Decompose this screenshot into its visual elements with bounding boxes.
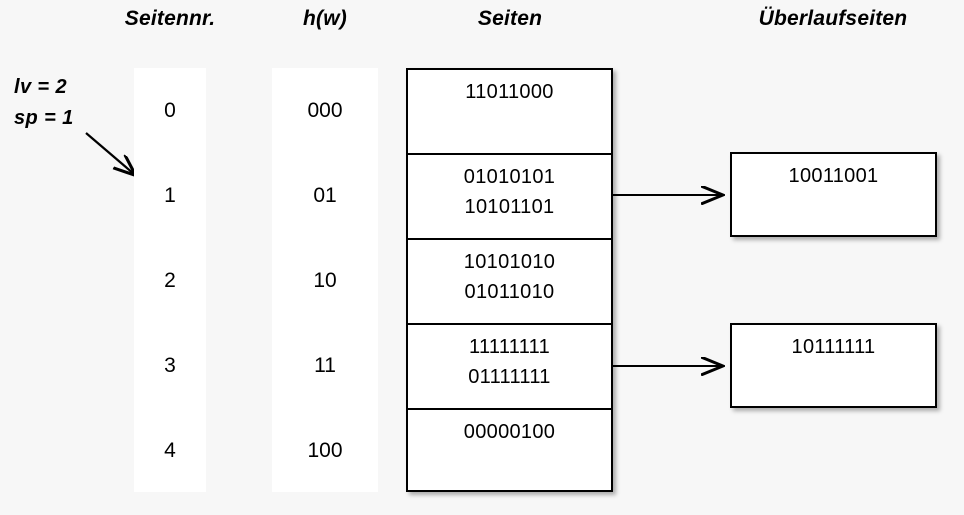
seitennr-cell: 3	[164, 353, 176, 377]
seitennr-cell: 1	[164, 183, 176, 207]
record-value: 10011001	[788, 165, 879, 187]
record-value: 00000100	[463, 421, 556, 443]
overflow-arrow-icon	[611, 185, 733, 205]
hw-cell: 01	[313, 183, 337, 207]
parameter-lv: lv = 2	[14, 76, 67, 98]
overflow-arrow-icon	[611, 356, 733, 376]
record-value: 11011000	[465, 81, 554, 103]
record-value: 10101101	[464, 196, 555, 218]
page-bucket: 11011000	[408, 70, 611, 155]
parameter-labels: lv = 2 sp = 1	[14, 72, 74, 134]
record-value: 11111111	[469, 336, 550, 358]
overflow-page: 10111111	[730, 323, 937, 408]
hw-cell: 10	[313, 268, 337, 292]
hw-cell: 100	[307, 438, 343, 462]
column-header-ueberlaufseiten: Überlaufseiten	[758, 7, 908, 30]
page-bucket: 10101010 01011010	[408, 240, 611, 325]
seitennr-cell: 0	[164, 98, 176, 122]
seitennr-cell: 2	[164, 268, 176, 292]
record-value: 01111111	[468, 366, 551, 388]
page-bucket: 00000100	[408, 410, 611, 494]
seitennr-cell: 4	[164, 438, 176, 462]
column-header-seitennr: Seitennr.	[124, 7, 216, 30]
record-value: 01010101	[463, 166, 556, 188]
record-value: 10101010	[463, 251, 556, 273]
column-hw: 000 01 10 11 100	[272, 68, 378, 492]
column-header-seiten: Seiten	[477, 7, 543, 30]
record-value: 10111111	[791, 336, 876, 358]
parameter-sp: sp = 1	[14, 107, 74, 129]
record-value: 01011010	[464, 281, 555, 303]
page-bucket: 01010101 10101101	[408, 155, 611, 240]
hw-cell: 11	[314, 353, 336, 377]
pages-table: 11011000 01010101 10101101 10101010 0101…	[406, 68, 613, 492]
column-seitennr: 0 1 2 3 4	[134, 68, 206, 492]
hw-cell: 000	[307, 98, 343, 122]
overflow-page: 10011001	[730, 152, 937, 237]
column-header-hw: h(w)	[303, 7, 347, 30]
page-bucket: 11111111 01111111	[408, 325, 611, 410]
